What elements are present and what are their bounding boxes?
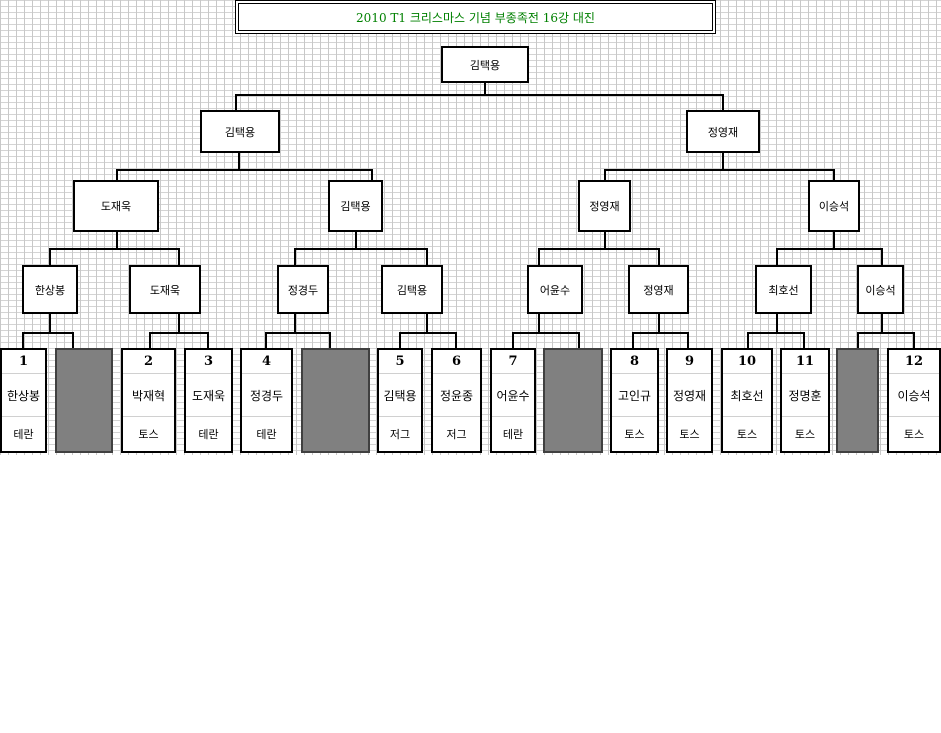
player-race: 저그 bbox=[433, 416, 480, 451]
round16-cell-2[interactable]: 도재욱 bbox=[129, 265, 201, 314]
entry-6[interactable]: 6 정윤종 저그 bbox=[431, 348, 482, 453]
player-name: 김택용 bbox=[379, 373, 421, 417]
seed-number: 4 bbox=[261, 354, 272, 369]
round16-cell-6[interactable]: 정영재 bbox=[628, 265, 689, 314]
player-name: 어윤수 bbox=[492, 373, 534, 417]
player-name: 정경두 bbox=[242, 373, 291, 417]
player-name: 이승석 bbox=[889, 373, 939, 417]
round16-cell-3[interactable]: 정경두 bbox=[277, 265, 329, 314]
player-name: 도재욱 bbox=[186, 373, 231, 417]
bracket-title: 2010 T1 크리스마스 기념 부종족전 16강 대진 bbox=[238, 3, 713, 31]
round16-cell-5[interactable]: 어윤수 bbox=[527, 265, 583, 314]
quarterfinal-cell-1[interactable]: 도재욱 bbox=[73, 180, 159, 232]
player-name: 정명훈 bbox=[782, 373, 828, 417]
player-race: 토스 bbox=[723, 416, 771, 451]
player-race: 토스 bbox=[612, 416, 657, 451]
player-race: 토스 bbox=[668, 416, 711, 451]
entry-5[interactable]: 5 김택용 저그 bbox=[377, 348, 423, 453]
entry-7[interactable]: 7 어윤수 테란 bbox=[490, 348, 536, 453]
quarterfinal-cell-3[interactable]: 정영재 bbox=[578, 180, 631, 232]
player-race: 테란 bbox=[242, 416, 291, 451]
entry-2[interactable]: 2 박재혁 토스 bbox=[121, 348, 176, 453]
seed-number: 3 bbox=[203, 354, 214, 369]
seed-number: 6 bbox=[451, 354, 462, 369]
seed-number: 8 bbox=[629, 354, 640, 369]
empty-sheet-area bbox=[0, 455, 941, 733]
entry-3[interactable]: 3 도재욱 테란 bbox=[184, 348, 233, 453]
seed-number: 5 bbox=[395, 354, 405, 369]
player-name: 고인규 bbox=[612, 373, 657, 417]
player-name: 최호선 bbox=[723, 373, 771, 417]
entry-10[interactable]: 10 최호선 토스 bbox=[721, 348, 773, 453]
entry-9[interactable]: 9 정영재 토스 bbox=[666, 348, 713, 453]
quarterfinal-cell-2[interactable]: 김택용 bbox=[328, 180, 383, 232]
round16-cell-1[interactable]: 한상봉 bbox=[22, 265, 78, 314]
entry-1[interactable]: 1 한상봉 테란 bbox=[0, 348, 47, 453]
entry-12[interactable]: 12 이승석 토스 bbox=[887, 348, 941, 453]
seed-number: 7 bbox=[508, 354, 518, 369]
bye-slot bbox=[301, 348, 370, 453]
entry-11[interactable]: 11 정명훈 토스 bbox=[780, 348, 830, 453]
seed-number: 9 bbox=[684, 354, 695, 369]
final-winner-cell[interactable]: 김택용 bbox=[441, 46, 529, 83]
player-race: 토스 bbox=[123, 416, 174, 451]
seed-number: 11 bbox=[795, 354, 815, 369]
seed-number: 1 bbox=[18, 354, 29, 369]
bye-slot bbox=[55, 348, 113, 453]
player-name: 정윤종 bbox=[433, 373, 480, 417]
semifinal-cell-1[interactable]: 김택용 bbox=[200, 110, 280, 153]
entry-4[interactable]: 4 정경두 테란 bbox=[240, 348, 293, 453]
player-name: 한상봉 bbox=[2, 373, 45, 417]
round16-cell-8[interactable]: 이승석 bbox=[857, 265, 904, 314]
player-race: 토스 bbox=[889, 416, 939, 451]
round16-cell-7[interactable]: 최호선 bbox=[755, 265, 812, 314]
player-race: 저그 bbox=[379, 416, 421, 451]
title-cell[interactable]: 2010 T1 크리스마스 기념 부종족전 16강 대진 bbox=[235, 0, 716, 34]
seed-number: 10 bbox=[737, 354, 757, 369]
player-race: 테란 bbox=[2, 416, 45, 451]
player-name: 정영재 bbox=[668, 373, 711, 417]
player-race: 테란 bbox=[492, 416, 534, 451]
player-race: 토스 bbox=[782, 416, 828, 451]
entry-8[interactable]: 8 고인규 토스 bbox=[610, 348, 659, 453]
quarterfinal-cell-4[interactable]: 이승석 bbox=[808, 180, 860, 232]
semifinal-cell-2[interactable]: 정영재 bbox=[686, 110, 760, 153]
round16-cell-4[interactable]: 김택용 bbox=[381, 265, 443, 314]
seed-number: 12 bbox=[904, 354, 924, 369]
player-race: 테란 bbox=[186, 416, 231, 451]
player-name: 박재혁 bbox=[123, 373, 174, 417]
bye-slot bbox=[543, 348, 603, 453]
seed-number: 2 bbox=[143, 354, 154, 369]
bye-slot bbox=[836, 348, 879, 453]
